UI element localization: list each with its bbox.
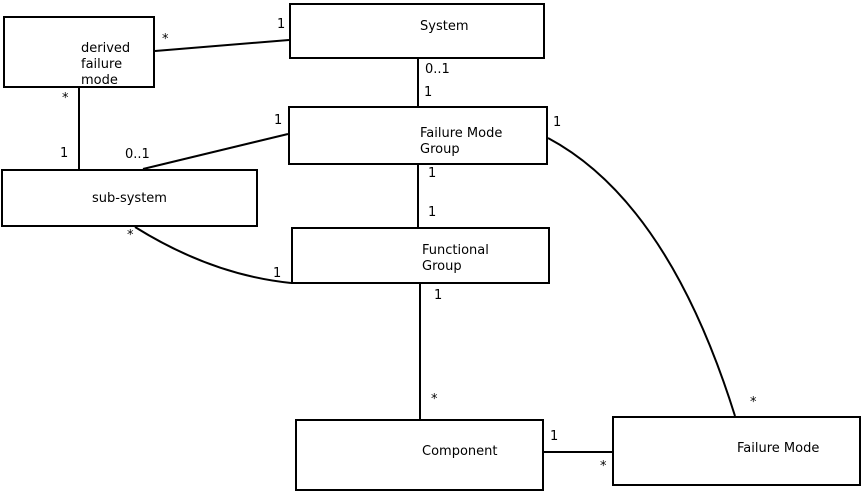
mult-system-failure-mode-group-one: 1	[424, 85, 433, 100]
mult-sub-system-functional-group-one: 1	[273, 266, 282, 281]
node-failure-mode-group: Failure Mode Group	[288, 106, 548, 165]
node-derived-failure-mode: derived failure mode	[3, 16, 155, 88]
mult-component-failure-mode-one: 1	[550, 429, 559, 444]
mult-derived-failure-mode-sub-system-one: 1	[60, 146, 69, 161]
edge-sub-system-functional-group	[134, 226, 292, 284]
mult-failure-mode-group-failure-mode-star: *	[750, 395, 757, 410]
edge-failure-mode-group-failure-mode	[547, 137, 736, 417]
node-failure-mode: Failure Mode	[612, 416, 861, 486]
mult-functional-group-component-one: 1	[434, 288, 443, 303]
mult-functional-group-component-star: *	[431, 392, 438, 407]
node-component-label: Component	[422, 444, 498, 459]
mult-derived-failure-mode-system-one: 1	[277, 17, 286, 32]
edge-sub-system-failure-mode-group	[142, 133, 289, 170]
mult-derived-failure-mode-system-star: *	[162, 32, 169, 47]
edge-derived-failure-mode-system	[154, 39, 290, 52]
mult-failure-mode-group-functional-group-one-b: 1	[428, 205, 437, 220]
node-failure-mode-label: Failure Mode	[737, 441, 820, 456]
node-derived-failure-mode-label: derived failure mode	[81, 41, 131, 88]
node-component: Component	[295, 419, 544, 491]
node-functional-group: Functional Group	[291, 227, 550, 284]
node-failure-mode-group-label: Failure Mode Group	[420, 126, 503, 157]
mult-sub-system-failure-mode-group-zero-one: 0..1	[125, 147, 150, 162]
mult-component-failure-mode-star: *	[600, 459, 607, 474]
mult-sub-system-functional-group-star: *	[127, 228, 134, 243]
mult-failure-mode-group-failure-mode-one: 1	[553, 115, 562, 130]
mult-sub-system-failure-mode-group-one: 1	[274, 113, 283, 128]
node-sub-system-label: sub-system	[92, 191, 167, 206]
node-functional-group-label: Functional Group	[422, 243, 489, 274]
node-system: System	[289, 3, 545, 59]
node-system-label: System	[420, 19, 469, 34]
mult-failure-mode-group-functional-group-one-a: 1	[428, 166, 437, 181]
node-sub-system: sub-system	[1, 169, 258, 227]
mult-derived-failure-mode-sub-system-star: *	[62, 91, 69, 106]
mult-system-failure-mode-group-zero-one: 0..1	[425, 62, 450, 77]
